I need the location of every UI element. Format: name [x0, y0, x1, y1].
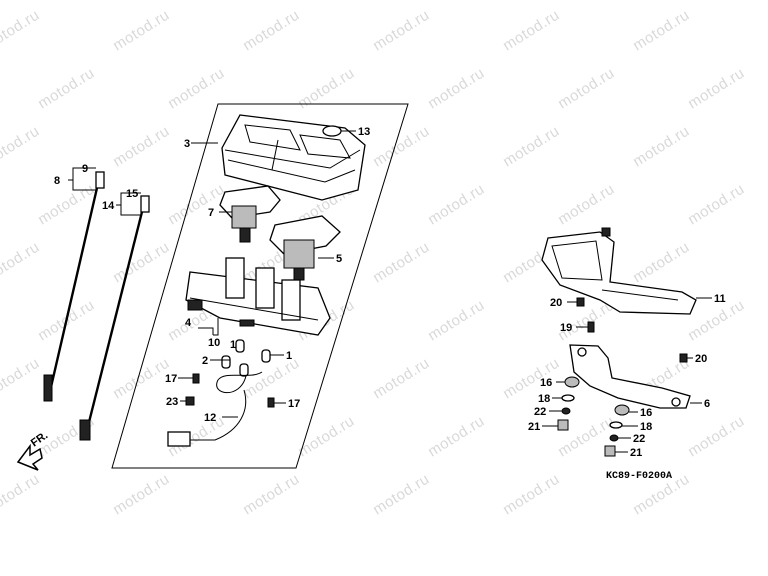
callout-22-left: 22 [534, 406, 546, 418]
bolts [567, 297, 693, 363]
callout-21-left: 21 [528, 421, 540, 433]
direction-label: FR. [29, 429, 50, 449]
front-direction-arrow: FR. [16, 429, 50, 471]
callout-1-upper: 1 [230, 339, 236, 351]
wire-harness [167, 371, 263, 447]
callout-6: 6 [704, 398, 710, 410]
callout-13: 13 [358, 126, 370, 138]
callout-23: 23 [166, 396, 178, 408]
lower-housing [185, 257, 331, 336]
callout-22-right: 22 [633, 433, 645, 445]
bracket-8-9 [68, 167, 96, 191]
mounting-hardware-right [604, 404, 638, 457]
callout-16-left: 16 [540, 377, 552, 389]
screws [178, 373, 286, 408]
callout-18-left: 18 [538, 393, 550, 405]
tachometer [269, 215, 341, 281]
meter-case [221, 114, 366, 201]
callout-3: 3 [184, 138, 190, 150]
callout-10: 10 [208, 337, 220, 349]
bracket-4-10 [198, 318, 219, 336]
callout-1-right: 1 [286, 350, 292, 362]
callout-17-left: 17 [165, 373, 177, 385]
speedometer [219, 185, 281, 243]
callout-15: 15 [126, 188, 138, 200]
callout-17-right: 17 [288, 398, 300, 410]
callout-9: 9 [82, 163, 88, 175]
callout-4: 4 [185, 317, 192, 329]
callout-2: 2 [202, 355, 208, 367]
assembly-boundary [111, 103, 409, 469]
bracket-14-15 [116, 192, 141, 216]
callout-21-right: 21 [630, 447, 642, 459]
diagram-code: KC89-F0200A [606, 471, 672, 482]
tachometer-cable [79, 192, 150, 441]
callout-7: 7 [208, 207, 214, 219]
indicator-lens [187, 299, 203, 311]
callout-19: 19 [560, 322, 572, 334]
callout-5: 5 [336, 253, 342, 265]
callout-20-right: 20 [695, 353, 707, 365]
reset-knob [322, 125, 356, 137]
mounting-hardware-left [542, 376, 580, 431]
callout-12: 12 [204, 412, 216, 424]
meter-rear-cover [541, 227, 712, 315]
speedometer-cable [43, 167, 105, 402]
callout-16-right: 16 [640, 407, 652, 419]
callout-11: 11 [714, 293, 726, 305]
callout-20-upper: 20 [550, 297, 562, 309]
callout-14: 14 [102, 200, 115, 212]
bulb-sockets [216, 339, 284, 377]
meter-stay [569, 344, 702, 409]
callout-8: 8 [54, 175, 60, 187]
callout-18-right: 18 [640, 421, 652, 433]
